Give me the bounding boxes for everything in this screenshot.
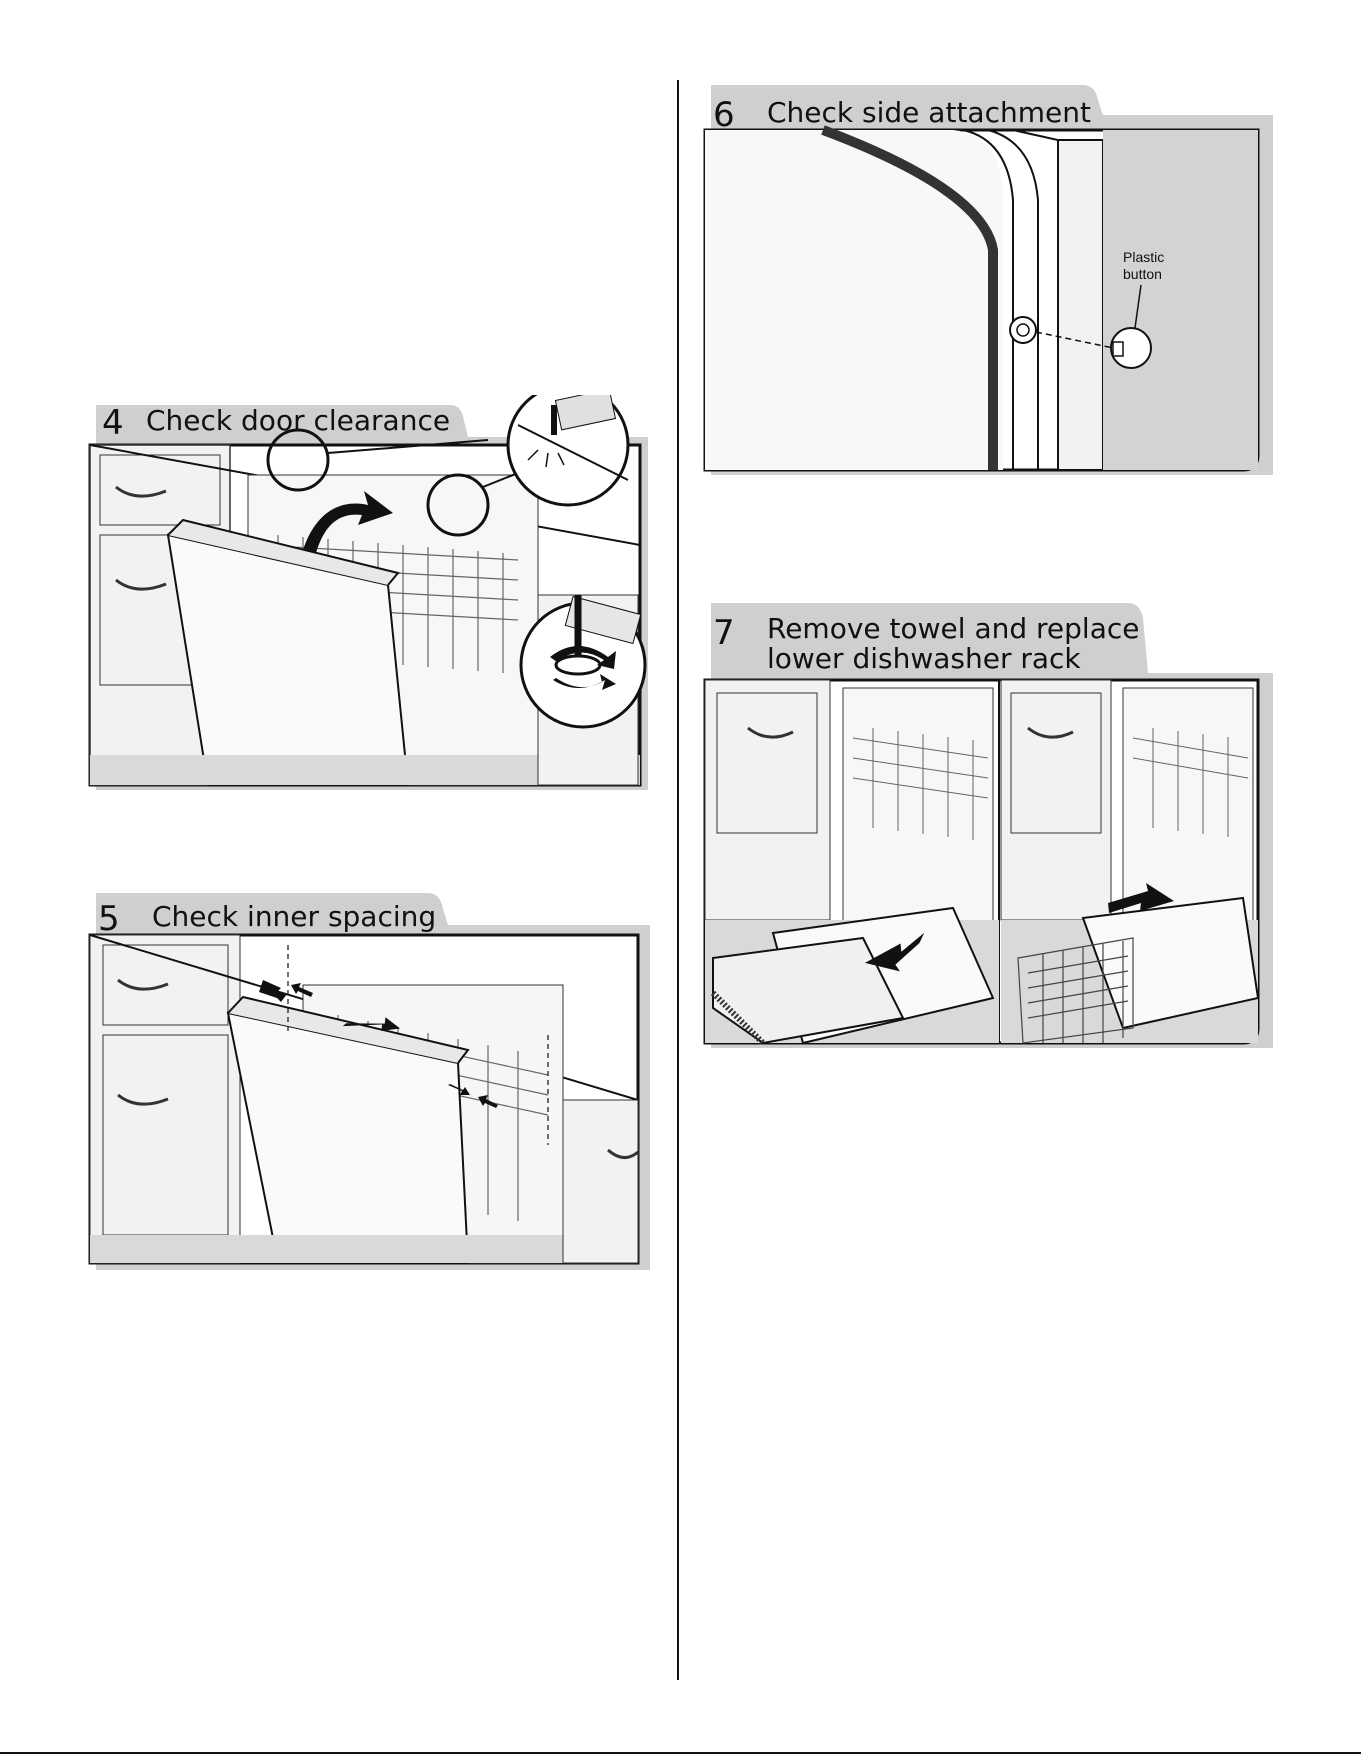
step-number: 4	[102, 406, 124, 440]
step-title-line: Remove towel and replace	[767, 615, 1139, 643]
plastic-button-label: Plastic button	[1123, 249, 1164, 283]
step-title-line: lower dishwasher rack	[767, 645, 1139, 673]
page-bottom-rule	[0, 1752, 1361, 1754]
step-title: Check inner spacing	[152, 903, 436, 931]
step-5-illustration	[88, 885, 658, 1280]
step-number: 6	[713, 98, 735, 132]
step-number: 7	[713, 616, 735, 650]
callout-line: button	[1123, 266, 1164, 283]
step-6-illustration	[703, 80, 1278, 485]
step-title: Check door clearance	[146, 407, 450, 435]
callout-line: Plastic	[1123, 249, 1164, 266]
step-6-figure: 6 Check side attachment Plastic button	[703, 80, 1278, 485]
step-number: 5	[98, 902, 120, 936]
step-7-figure: 7 Remove towel and replace lower dishwas…	[703, 598, 1278, 1053]
step-4-figure: 4 Check door clearance	[88, 395, 658, 810]
step-title: Remove towel and replace lower dishwashe…	[767, 615, 1139, 673]
column-divider	[677, 80, 679, 1680]
step-5-figure: 5 Check inner spacing	[88, 885, 658, 1280]
rotate-arrows-icon	[556, 656, 600, 674]
step-title: Check side attachment	[767, 99, 1091, 127]
step-4-illustration	[88, 395, 658, 810]
